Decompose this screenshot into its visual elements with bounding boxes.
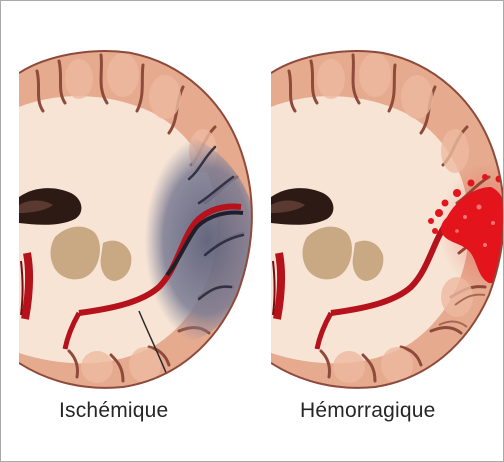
ischemic-label: Ischémique [59,399,168,423]
hemorrhagic-brain-section-icon [271,47,504,392]
hemorrhagic-brain-illustration [271,47,504,392]
ischemic-brain-illustration [19,47,259,392]
hemorrhagic-label: Hémorragique [300,399,435,423]
ischemic-brain-section-icon [19,47,259,392]
